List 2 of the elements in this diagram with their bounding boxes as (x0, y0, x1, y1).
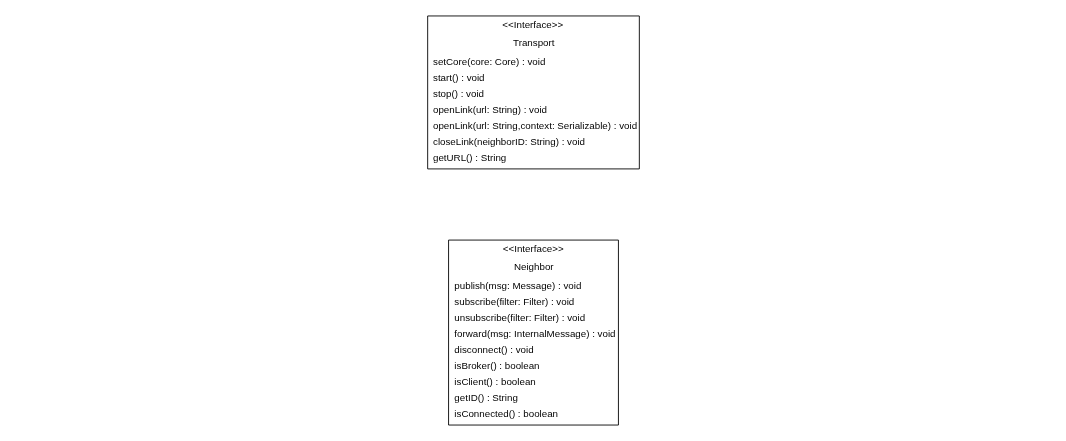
node-box: <<Interface>> Transport setCore(core: Core) : void start() : void stop() : void openLink(url: String) : void openLink(url: String,context: Serializable) : void closeLink(neighborID: String) : void getURL() : String (426, 15, 640, 170)
node-box: <<Interface>> Neighbor publish(msg: Message) : void subscribe(filter: Filter) : void unsubscribe(filter: Filter) : void forward(msg: InternalMessage) : void disconnect() : void isBroker() : boolean isClient() : boolean getID() : String isConnected() : boolean (447, 239, 619, 426)
